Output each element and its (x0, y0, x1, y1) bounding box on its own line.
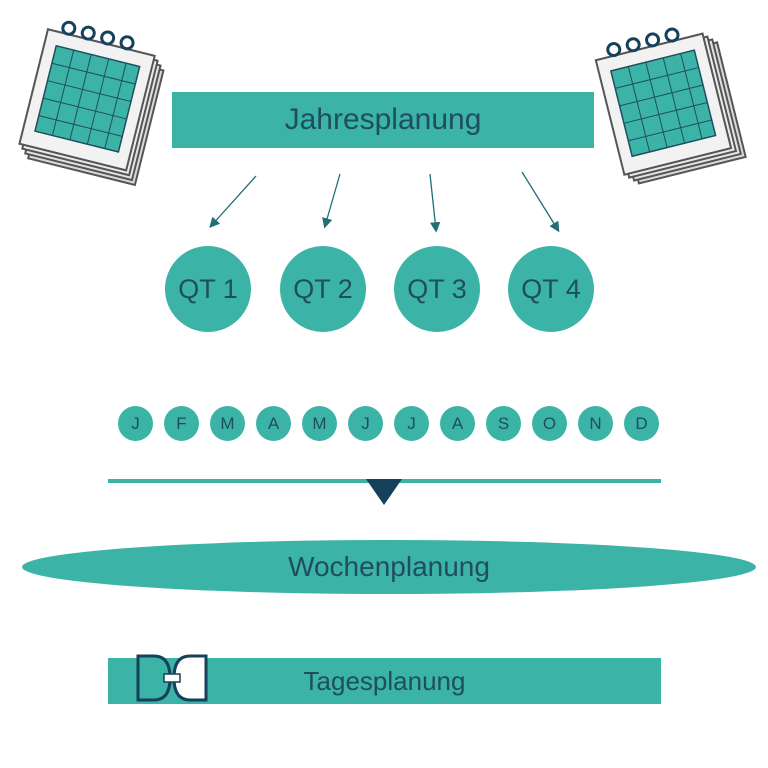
quarter-circle-2: QT 2 (280, 246, 366, 332)
quarter-circle-1: QT 1 (165, 246, 251, 332)
arrow-qt1 (209, 175, 257, 228)
quarter-label: QT 3 (407, 273, 467, 304)
month-circle: M (302, 406, 337, 441)
month-label: S (497, 413, 510, 433)
calendar-icon (18, 20, 165, 187)
month-circle: D (624, 406, 659, 441)
calendar-icon (594, 27, 747, 185)
month-circle: A (256, 406, 291, 441)
month-circle: J (118, 406, 153, 441)
month-circle: J (348, 406, 383, 441)
month-label: J (407, 413, 416, 433)
month-label: M (220, 413, 235, 433)
annual-planning-banner: Jahresplanung (172, 92, 594, 148)
month-label: O (542, 413, 557, 433)
quarter-circle-4: QT 4 (508, 246, 594, 332)
arrow-qt2 (322, 173, 341, 229)
down-triangle-icon (366, 479, 402, 505)
week-planning-label: Wochenplanung (288, 551, 490, 582)
month-label: A (267, 413, 280, 433)
month-circle: J (394, 406, 429, 441)
quarter-label: QT 4 (521, 273, 581, 304)
month-label: F (176, 413, 187, 433)
month-row: J F M A M J J A S O N D (118, 406, 659, 442)
quarter-label: QT 1 (178, 273, 238, 304)
month-circle: A (440, 406, 475, 441)
month-label: J (131, 413, 140, 433)
logo-icon (136, 654, 208, 702)
day-planning-label: Tagesplanung (303, 665, 466, 696)
quarter-circle-3: QT 3 (394, 246, 480, 332)
month-label: D (635, 413, 648, 433)
month-circle: O (532, 406, 567, 441)
month-circle: S (486, 406, 521, 441)
month-label: M (312, 413, 327, 433)
month-circle: M (210, 406, 245, 441)
arrow-qt3 (429, 173, 441, 233)
week-planning-banner: Wochenplanung (22, 540, 756, 594)
month-label: N (589, 413, 602, 433)
month-circle: F (164, 406, 199, 441)
arrow-qt4 (521, 171, 560, 233)
month-circle: N (578, 406, 613, 441)
annual-planning-label: Jahresplanung (284, 103, 482, 136)
month-label: J (361, 413, 370, 433)
quarter-label: QT 2 (293, 273, 353, 304)
month-label: A (451, 413, 464, 433)
